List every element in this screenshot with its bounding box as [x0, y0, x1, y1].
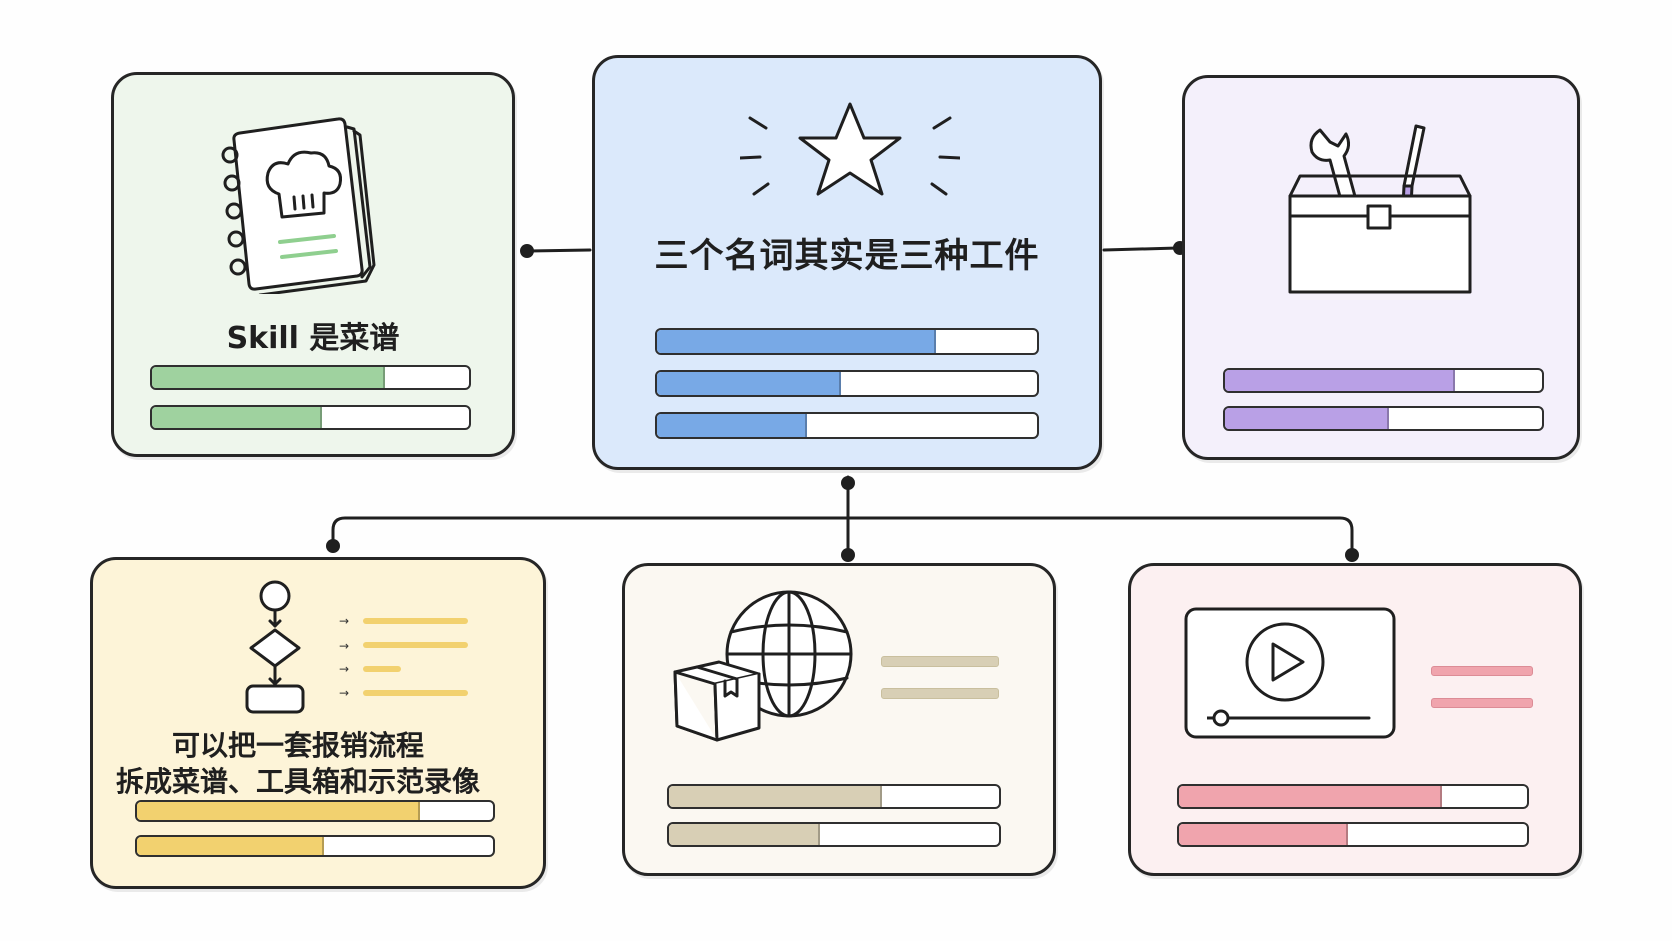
globe-progress-bar-1 — [667, 784, 1001, 809]
toolbox-progress-fill-2 — [1225, 408, 1389, 429]
globe-progress-fill-2 — [669, 824, 820, 845]
flow-text-line-1 — [363, 618, 468, 624]
flow-text-line-4 — [363, 690, 468, 696]
globe-text-line-2 — [881, 688, 999, 699]
globe-progress-bar-2 — [667, 822, 1001, 847]
flow-label-line-1: 可以把一套报销流程 — [171, 729, 424, 762]
flow-arrow-1: → — [339, 614, 350, 628]
toolbox-card[interactable] — [1182, 75, 1580, 460]
flow-progress-fill-2 — [137, 837, 325, 855]
globe-card[interactable] — [622, 563, 1056, 876]
video-player-icon — [1184, 607, 1396, 739]
flow-arrow-4: → — [339, 686, 350, 700]
flow-arrow-3: → — [339, 662, 350, 676]
video-progress-fill-2 — [1179, 824, 1349, 845]
video-progress-bar-1 — [1177, 784, 1529, 809]
center-progress-bar-2 — [655, 370, 1039, 397]
skill-progress-bar-2 — [150, 405, 471, 430]
flow-progress-bar-1 — [135, 800, 495, 822]
center-title: 三个名词其实是三种工件 — [654, 236, 1040, 276]
star-icon — [740, 102, 960, 196]
flow-text-line-3 — [363, 666, 401, 672]
skill-card[interactable]: Skill 是菜谱 — [111, 72, 515, 457]
flow-card[interactable]: → → → → 可以把一套报销流程 拆成菜谱、工具箱和示范录像 — [90, 557, 546, 889]
flow-arrow-2: → — [339, 639, 350, 653]
toolbox-icon — [1288, 124, 1472, 294]
center-progress-fill-3 — [657, 414, 808, 437]
video-text-line-1 — [1431, 666, 1533, 676]
flow-label-line-2: 拆成菜谱、工具箱和示范录像 — [115, 765, 480, 798]
center-progress-bar-3 — [655, 412, 1039, 439]
center-progress-fill-1 — [657, 330, 937, 353]
skill-label: Skill 是菜谱 — [226, 321, 400, 356]
center-card[interactable]: 三个名词其实是三种工件 — [592, 55, 1102, 470]
center-progress-bar-1 — [655, 328, 1039, 355]
globe-text-line-1 — [881, 656, 999, 667]
recipe-book-icon — [221, 117, 376, 294]
video-progress-fill-1 — [1179, 786, 1442, 807]
toolbox-progress-fill-1 — [1225, 370, 1456, 391]
globe-box-icon — [673, 590, 853, 742]
video-text-line-2 — [1431, 698, 1533, 708]
toolbox-progress-bar-2 — [1223, 406, 1544, 431]
center-progress-fill-2 — [657, 372, 842, 395]
skill-progress-fill-2 — [152, 407, 322, 428]
flowchart-icon — [245, 580, 305, 714]
toolbox-progress-bar-1 — [1223, 368, 1544, 393]
skill-progress-bar-1 — [150, 365, 471, 390]
globe-progress-fill-1 — [669, 786, 883, 807]
skill-progress-fill-1 — [152, 367, 386, 388]
flow-progress-bar-2 — [135, 835, 495, 857]
flow-text-line-2 — [363, 642, 468, 648]
video-progress-bar-2 — [1177, 822, 1529, 847]
flow-progress-fill-1 — [137, 802, 421, 820]
video-card[interactable] — [1128, 563, 1582, 876]
